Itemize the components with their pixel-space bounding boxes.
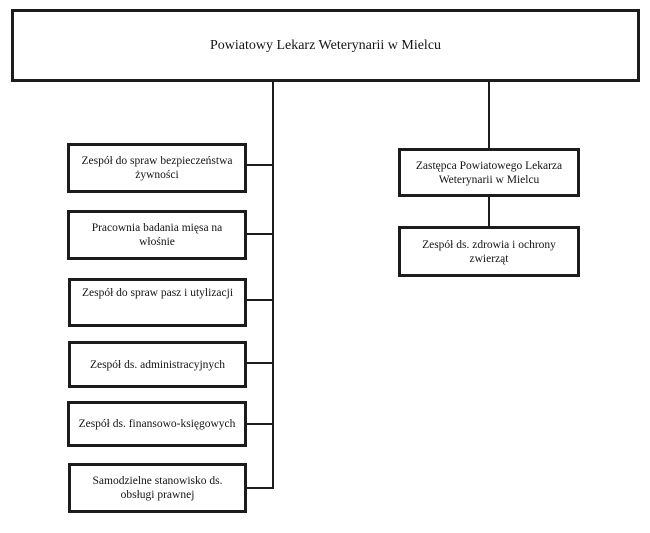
connector-obslugi-prawnej: [247, 487, 272, 489]
box-zastepca-label: Zastępca Powiatowego Lekarza Weterynarii…: [415, 159, 563, 186]
box-finansowo-ksiegowych: Zespół ds. finansowo-księgowych: [67, 401, 247, 447]
box-administracyjnych: Zespół ds. administracyjnych: [68, 341, 247, 388]
connector-administracyjnych: [247, 362, 272, 364]
box-administracyjnych-label: Zespół ds. administracyjnych: [89, 358, 226, 371]
box-zastepca: Zastępca Powiatowego Lekarza Weterynarii…: [398, 148, 580, 197]
box-root-label: Powiatowy Lekarz Weterynarii w Mielcu: [209, 38, 442, 53]
connector-pasz: [247, 299, 272, 301]
connector-finansowo: [247, 423, 272, 425]
box-zdrowia-ochrony-zwierzat-label: Zespół ds. zdrowia i ochrony zwierząt: [422, 238, 556, 265]
box-root: Powiatowy Lekarz Weterynarii w Mielcu: [11, 9, 640, 82]
connector-pracownia: [247, 233, 272, 235]
trunk-line-right: [488, 82, 490, 148]
box-zdrowia-ochrony-zwierzat: Zespół ds. zdrowia i ochrony zwierząt: [398, 226, 580, 277]
box-pasz-i-utylizacji: Zespół do spraw pasz i utylizacji: [68, 278, 247, 327]
box-bezpieczenstwa-zywnosci-label: Zespół do spraw bezpieczeństwa żywności: [81, 155, 233, 181]
box-pracownia-badania-miesa: Pracownia badania mięsa na włośnie: [67, 210, 247, 260]
box-bezpieczenstwa-zywnosci: Zespół do spraw bezpieczeństwa żywności: [67, 143, 247, 193]
connector-zastepca-zdrowia: [488, 197, 490, 226]
box-obslugi-prawnej: Samodzielne stanowisko ds. obsługi prawn…: [68, 463, 247, 513]
box-pracownia-badania-miesa-label: Pracownia badania mięsa na włośnie: [91, 222, 223, 248]
box-pasz-i-utylizacji-label: Zespół do spraw pasz i utylizacji: [81, 287, 234, 299]
box-finansowo-ksiegowych-label: Zespół ds. finansowo-księgowych: [78, 418, 236, 430]
box-obslugi-prawnej-label: Samodzielne stanowisko ds. obsługi prawn…: [92, 475, 223, 501]
connector-bezpieczenstwa: [247, 164, 272, 166]
trunk-line-left: [272, 82, 274, 489]
